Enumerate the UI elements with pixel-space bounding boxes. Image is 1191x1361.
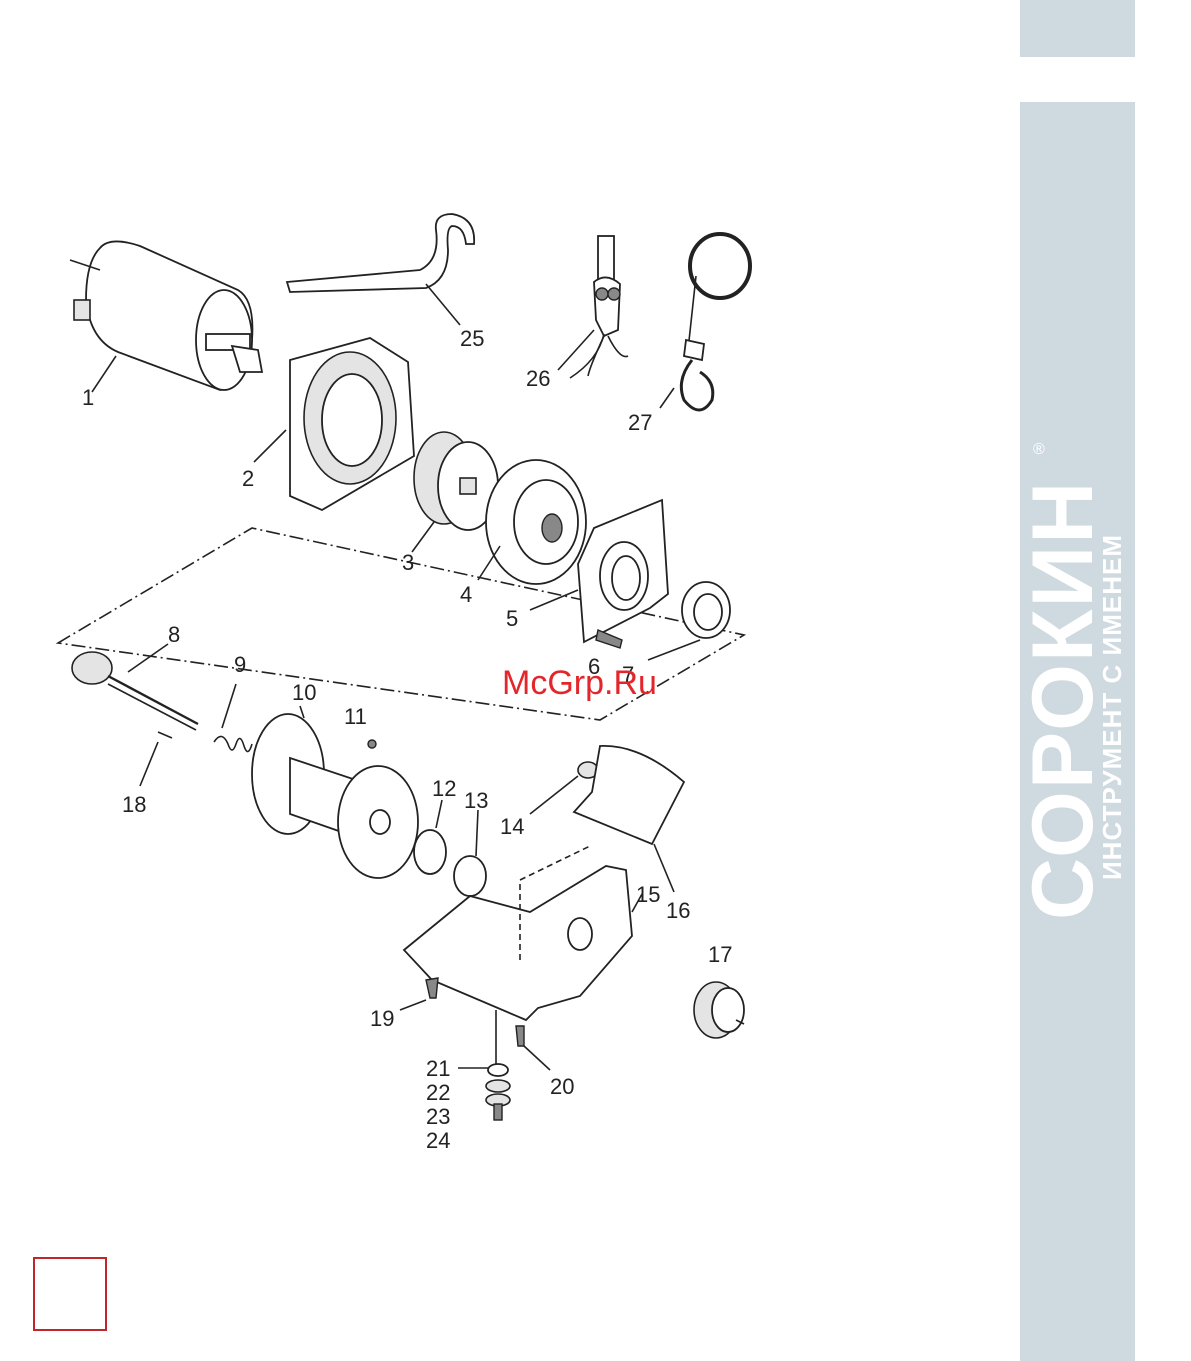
part-10-winch-drum bbox=[252, 706, 418, 878]
label-24: 24 bbox=[426, 1128, 450, 1153]
brand-name: СОРОКИН bbox=[1028, 440, 1098, 920]
part-25-handle bbox=[287, 214, 474, 325]
label-14: 14 bbox=[500, 814, 524, 839]
watermark: McGrp.Ru bbox=[502, 664, 657, 702]
part-17-knob bbox=[694, 982, 744, 1038]
part-3-planetary-gear bbox=[412, 432, 498, 552]
part-21-24-fastener-stack bbox=[458, 1010, 510, 1120]
page-number-box bbox=[33, 1257, 107, 1331]
label-25: 25 bbox=[460, 326, 484, 351]
label-4: 4 bbox=[460, 582, 472, 607]
label-23: 23 bbox=[426, 1104, 450, 1129]
part-11-screw bbox=[368, 740, 376, 748]
exploded-parts-diagram: 1 2 3 4 5 6 7 8 9 10 11 12 13 14 15 16 1… bbox=[0, 0, 1000, 1361]
part-20-screw bbox=[516, 1026, 550, 1070]
part-9-spring bbox=[214, 684, 252, 752]
brand-tagline: ИНСТРУМЕНТ С ИМЕНЕМ bbox=[1098, 440, 1126, 920]
label-21: 21 bbox=[426, 1056, 450, 1081]
label-16: 16 bbox=[666, 898, 690, 923]
part-15-mounting-bracket bbox=[404, 846, 642, 1020]
label-17: 17 bbox=[708, 942, 732, 967]
label-11: 11 bbox=[344, 704, 367, 729]
label-27: 27 bbox=[628, 410, 652, 435]
brand-logo: СОРОКИН ИНСТРУМЕНТ С ИМЕНЕМ bbox=[1020, 440, 1135, 920]
label-13: 13 bbox=[464, 788, 488, 813]
label-5: 5 bbox=[506, 606, 518, 631]
label-3: 3 bbox=[402, 550, 414, 575]
part-27-cable-hook bbox=[660, 234, 750, 410]
label-10: 10 bbox=[292, 680, 316, 705]
part-26-remote-control bbox=[558, 236, 628, 378]
part-13-retaining-ring bbox=[454, 810, 486, 896]
label-22: 22 bbox=[426, 1080, 450, 1105]
part-19-screw bbox=[400, 978, 438, 1010]
label-1: 1 bbox=[82, 385, 94, 410]
part-12-drum-bushing bbox=[414, 800, 446, 874]
label-26: 26 bbox=[526, 366, 550, 391]
sidebar-top-band bbox=[1020, 0, 1135, 57]
label-8: 8 bbox=[168, 622, 180, 647]
label-15: 15 bbox=[636, 882, 660, 907]
label-2: 2 bbox=[242, 466, 254, 491]
part-8-clutch-shaft bbox=[72, 644, 198, 730]
part-6-bolt bbox=[596, 630, 622, 648]
label-20: 20 bbox=[550, 1074, 574, 1099]
part-1-motor bbox=[70, 241, 262, 392]
part-2-gear-housing bbox=[254, 338, 414, 510]
part-18-pin bbox=[140, 732, 172, 786]
registered-mark: ® bbox=[1033, 441, 1045, 459]
label-12: 12 bbox=[432, 776, 456, 801]
label-19: 19 bbox=[370, 1006, 394, 1031]
label-18: 18 bbox=[122, 792, 146, 817]
label-9: 9 bbox=[234, 652, 246, 677]
